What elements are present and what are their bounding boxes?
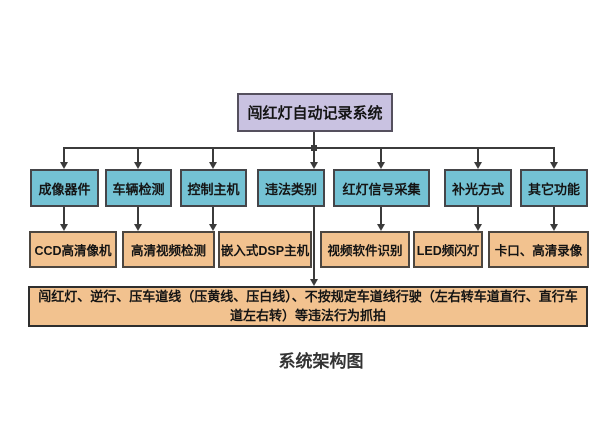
arrowhead-col1 bbox=[60, 162, 68, 169]
edge-violation-to-bottom bbox=[313, 207, 315, 279]
node-redlight-signal-capture: 红灯信号采集 bbox=[333, 169, 430, 207]
arrowhead-l3-col1 bbox=[60, 224, 68, 231]
arrowhead-col2 bbox=[134, 162, 142, 169]
arrowhead-l3-col3 bbox=[209, 224, 217, 231]
edge-drop-col4 bbox=[313, 149, 315, 162]
edge-root-stub bbox=[313, 132, 315, 148]
node-root-system: 闯红灯自动记录系统 bbox=[237, 93, 393, 132]
edge-l2-l3-col3 bbox=[212, 207, 214, 224]
arrowhead-l3-col2 bbox=[134, 224, 142, 231]
arrowhead-l3-col7 bbox=[550, 224, 558, 231]
arrowhead-l3-col6 bbox=[474, 224, 482, 231]
node-fill-light-mode: 补光方式 bbox=[444, 169, 512, 207]
node-ccd-hd-camera: CCD高清像机 bbox=[29, 231, 117, 268]
edge-drop-col5 bbox=[380, 149, 382, 162]
edge-drop-col2 bbox=[137, 149, 139, 162]
edge-l2-l3-col6 bbox=[477, 207, 479, 224]
node-other-functions: 其它功能 bbox=[520, 169, 588, 207]
edge-l2-l3-col1 bbox=[63, 207, 65, 224]
diagram-caption: 系统架构图 bbox=[278, 352, 364, 371]
node-violation-behaviors: 闯红灯、逆行、压车道线（压黄线、压白线）、不按规定车道线行驶（左右转车道直行、直… bbox=[28, 286, 588, 327]
node-checkpoint-hd-recording: 卡口、高清录像 bbox=[488, 231, 589, 268]
edge-l2-l3-col2 bbox=[137, 207, 139, 224]
edge-bus-line bbox=[63, 147, 555, 149]
node-vehicle-detection: 车辆检测 bbox=[105, 169, 172, 207]
node-hd-video-detection: 高清视频检测 bbox=[122, 231, 215, 268]
node-violation-type: 违法类别 bbox=[257, 169, 325, 207]
node-embedded-dsp-host: 嵌入式DSP主机 bbox=[218, 231, 312, 268]
arrowhead-col7 bbox=[550, 162, 558, 169]
node-led-strobe-light: LED频闪灯 bbox=[413, 231, 483, 268]
node-control-host: 控制主机 bbox=[180, 169, 247, 207]
node-video-software-recognition: 视频软件识别 bbox=[320, 231, 410, 268]
arrowhead-bottom bbox=[310, 279, 318, 286]
edge-drop-col1 bbox=[63, 149, 65, 162]
arrowhead-l3-col5 bbox=[377, 224, 385, 231]
edge-drop-col3 bbox=[212, 149, 214, 162]
edge-drop-col7 bbox=[553, 149, 555, 162]
edge-l2-l3-col5 bbox=[380, 207, 382, 224]
arrowhead-col6 bbox=[474, 162, 482, 169]
edge-drop-col6 bbox=[477, 149, 479, 162]
node-imaging-device: 成像器件 bbox=[30, 169, 99, 207]
arrowhead-col3 bbox=[209, 162, 217, 169]
arrowhead-col4 bbox=[310, 162, 318, 169]
edge-junction-dot bbox=[311, 145, 317, 151]
arrowhead-col5 bbox=[377, 162, 385, 169]
edge-l2-l3-col7 bbox=[553, 207, 555, 224]
